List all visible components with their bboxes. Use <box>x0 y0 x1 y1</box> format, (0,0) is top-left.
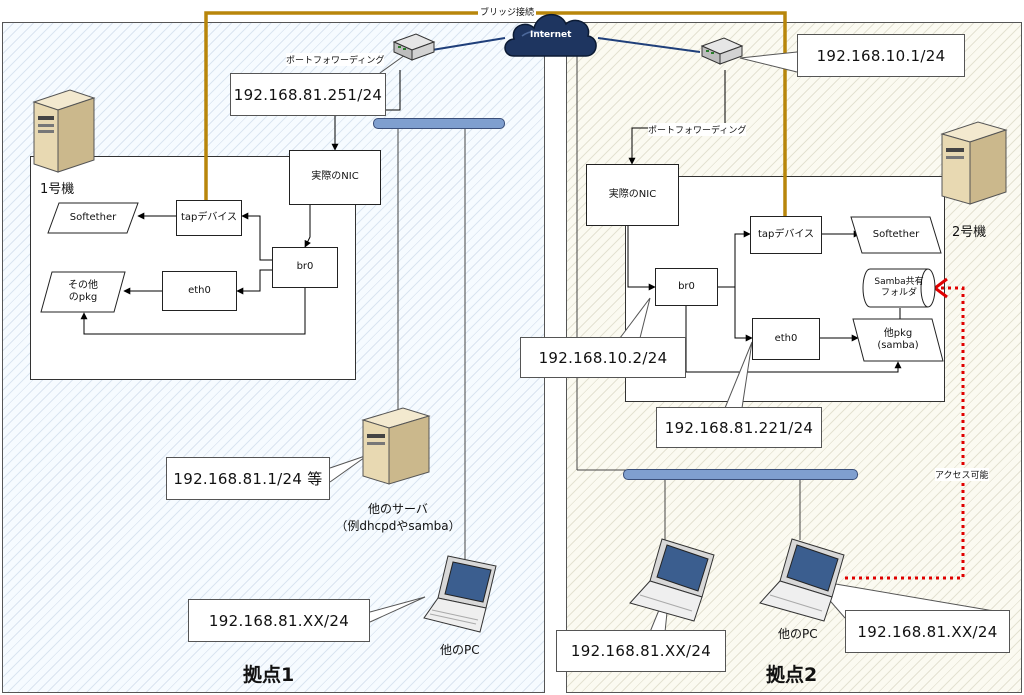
softether-label-site1: Softether <box>69 212 117 223</box>
pc2-ip-box-site2: 192.168.81.XX/24 <box>845 610 1010 653</box>
pc-ip-box-site1: 192.168.81.XX/24 <box>188 599 370 642</box>
laptop-icon <box>629 538 715 622</box>
bridge-label: ブリッジ接続 <box>478 5 537 18</box>
lan-bar-site2 <box>623 469 858 480</box>
softether-label-site2: Softether <box>872 229 920 240</box>
samba-folder-shape[interactable]: Samba共有 フォルダ <box>862 268 936 308</box>
port-forward-label-site2: ポートフォワーディング <box>648 123 747 136</box>
router-icon <box>392 33 436 61</box>
cloud-icon <box>504 14 597 57</box>
pc2-label-site2: 他のPC <box>778 627 818 641</box>
tap-device-box-site2: tapデバイス <box>750 216 822 254</box>
server-icon <box>361 407 431 485</box>
server-ip-box-site1: 192.168.81.1/24 等 <box>166 457 330 500</box>
router2-ip-box: 192.168.10.1/24 <box>797 34 965 77</box>
br0-box-site2: br0 <box>655 268 718 306</box>
port-forward-label-site1: ポートフォワーディング <box>286 53 385 66</box>
nic-box-site1: 実際のNIC <box>289 150 381 205</box>
site1-title: 拠点1 <box>243 664 295 686</box>
cloud-label: Internet <box>530 30 572 40</box>
pc-site1 <box>418 548 510 644</box>
server-machine2 <box>936 118 1012 212</box>
router-site1 <box>390 30 436 68</box>
other-pkg-label-site2: 他pkg (samba) <box>877 328 919 351</box>
samba-folder-label: Samba共有 フォルダ <box>874 277 924 298</box>
laptop-icon <box>759 538 845 622</box>
machine1-label: 1号機 <box>40 182 75 197</box>
folder-cylinder-icon <box>862 268 936 308</box>
internet-cloud: Internet <box>500 6 600 70</box>
server-machine1 <box>24 86 100 180</box>
eth0-ip-box-site2: 192.168.81.221/24 <box>656 407 822 448</box>
eth0-box-site1: eth0 <box>162 271 237 311</box>
router1-ip-box: 192.168.81.251/24 <box>230 73 386 116</box>
pc2-site2 <box>752 533 848 631</box>
server-label-site1: 他のサーバ （例dhcpdやsamba） <box>335 502 461 533</box>
machine2-label: 2号機 <box>952 225 987 240</box>
server-icon <box>940 121 1008 205</box>
br0-box-site1: br0 <box>272 247 338 288</box>
router-icon <box>700 37 744 65</box>
other-server-site1 <box>355 404 435 492</box>
router-site2 <box>698 34 744 72</box>
softether-shape-site2: Softether <box>850 216 942 254</box>
other-pkg-shape-site2: 他pkg (samba) <box>852 318 944 362</box>
softether-shape-site1: Softether <box>47 202 139 234</box>
tap-device-box-site1: tapデバイス <box>176 200 242 236</box>
other-pkg-shape-site1: その他 のpkg <box>40 271 126 313</box>
pc-label-site1: 他のPC <box>440 643 480 657</box>
pc1-ip-box-site2: 192.168.81.XX/24 <box>556 630 726 672</box>
server-icon <box>32 89 96 173</box>
eth0-box-site2: eth0 <box>752 318 820 360</box>
pc1-site2 <box>622 533 718 631</box>
other-pkg-label-site1: その他 のpkg <box>68 280 98 303</box>
site2-title: 拠点2 <box>766 664 818 686</box>
access-label: アクセス可能 <box>935 468 989 481</box>
br0-ip-box-site2: 192.168.10.2/24 <box>520 337 686 378</box>
lan-bar-site1 <box>373 118 505 129</box>
nic-box-site2: 実際のNIC <box>586 164 679 226</box>
laptop-icon <box>423 555 497 633</box>
